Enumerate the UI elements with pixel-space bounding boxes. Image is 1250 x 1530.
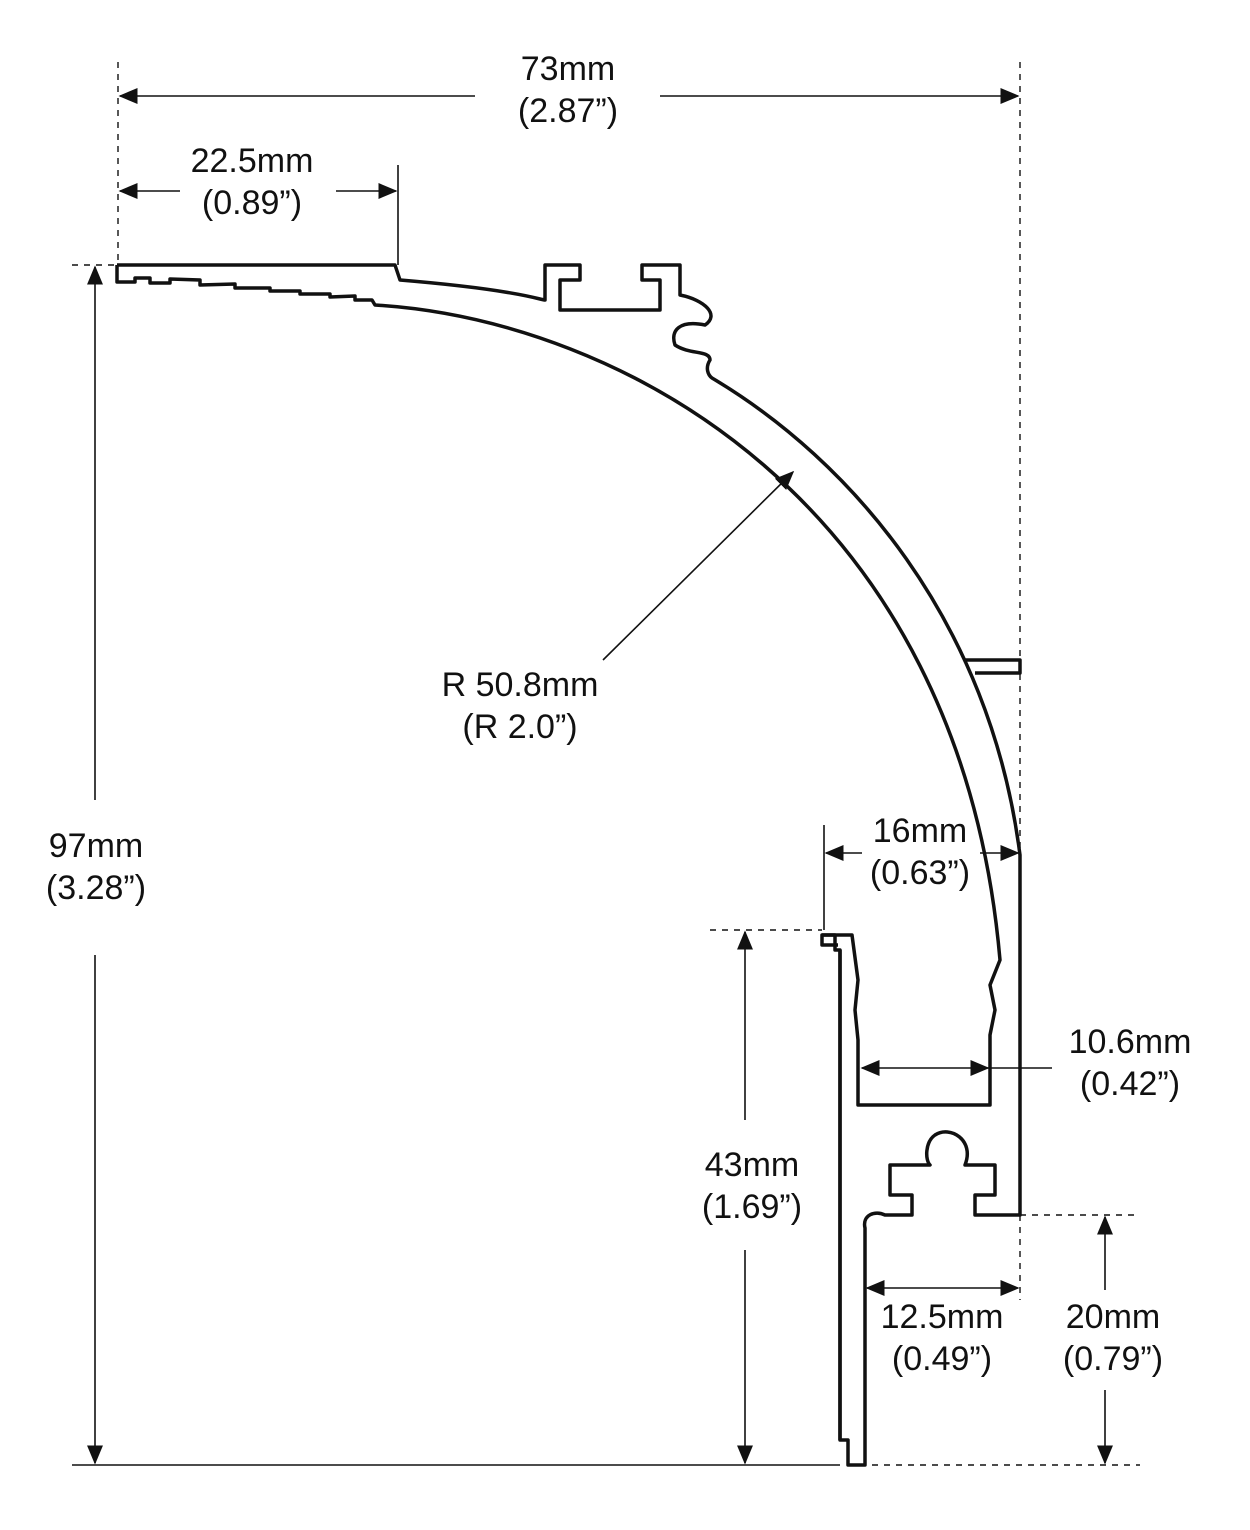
lower-flange-height-mm: 43mm [705, 1146, 799, 1184]
flange-width-inch: (0.89”) [202, 184, 302, 222]
total-height-inch: (3.28”) [46, 869, 146, 907]
bottom-width-inch: (0.49”) [892, 1340, 992, 1378]
bottom-height-inch: (0.79”) [1063, 1340, 1163, 1378]
total-width-mm: 73mm [521, 50, 615, 88]
extension-lines [72, 62, 1140, 1466]
bottom-width-mm: 12.5mm [881, 1298, 1004, 1336]
total-width-inch: (2.87”) [518, 92, 618, 130]
aluminum-profile [115, 263, 1022, 1467]
radius-inch: (R 2.0”) [462, 708, 577, 746]
flange-width-mm: 22.5mm [191, 142, 314, 180]
lower-flange-height-inch: (1.69”) [702, 1188, 802, 1226]
channel-outer-width-inch: (0.63”) [870, 854, 970, 892]
channel-inner-width-inch: (0.42”) [1080, 1065, 1180, 1103]
bottom-height-mm: 20mm [1066, 1298, 1160, 1336]
dimension-lines [87, 88, 1113, 1465]
channel-outer-width-mm: 16mm [873, 812, 967, 850]
radius-mm: R 50.8mm [442, 666, 599, 704]
channel-inner-width-mm: 10.6mm [1069, 1023, 1192, 1061]
total-height-mm: 97mm [49, 827, 143, 865]
